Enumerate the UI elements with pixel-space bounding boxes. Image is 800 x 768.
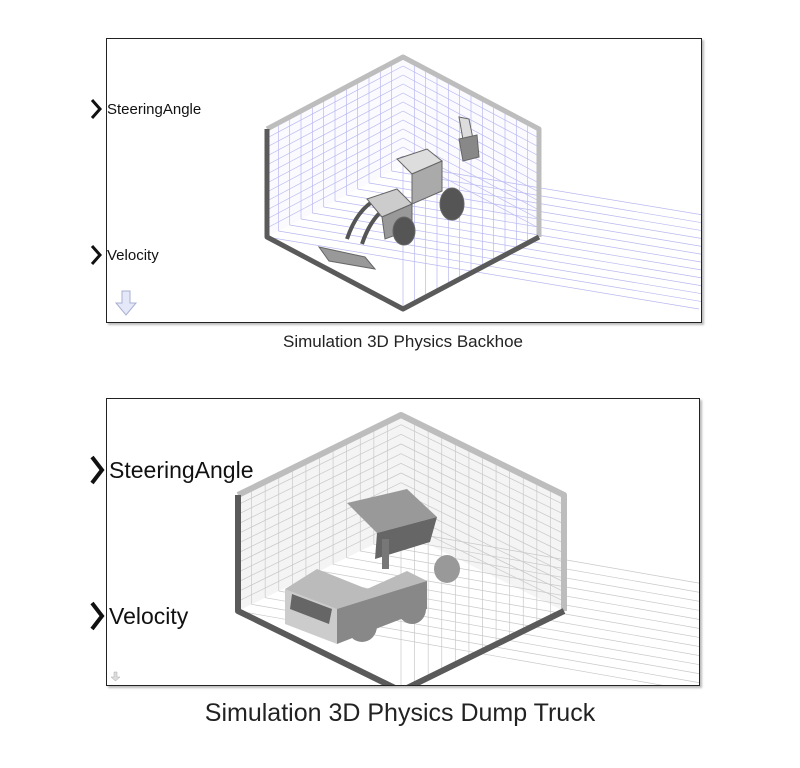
input-port-chevron-icon bbox=[90, 245, 103, 265]
room-frame-bottom bbox=[264, 129, 541, 312]
grid-line bbox=[237, 521, 402, 602]
dump-truck-vehicle bbox=[285, 489, 460, 644]
grid-line bbox=[289, 224, 701, 294]
block-name-label[interactable]: Simulation 3D Physics Backhoe bbox=[282, 332, 523, 351]
room-frame-top bbox=[265, 54, 542, 237]
port-label: SteeringAngle bbox=[109, 456, 254, 483]
port-label: Velocity bbox=[107, 246, 159, 264]
grid-line bbox=[402, 164, 701, 216]
backhoe-icon bbox=[264, 54, 701, 312]
backhoe-block[interactable]: SteeringAngle Velocity bbox=[90, 38, 702, 323]
grid-line bbox=[400, 530, 699, 584]
room-frame-top bbox=[236, 412, 567, 611]
grid-line bbox=[346, 194, 701, 255]
port-velocity[interactable]: Velocity bbox=[89, 601, 188, 631]
grid-line bbox=[391, 170, 701, 223]
grid-line bbox=[278, 230, 701, 302]
port-steering-angle[interactable]: SteeringAngle bbox=[89, 99, 201, 119]
input-port-chevron-icon bbox=[90, 99, 103, 119]
dump-truck-icon bbox=[235, 412, 699, 685]
backhoe-vehicle bbox=[317, 116, 480, 270]
down-arrow-icon bbox=[110, 671, 121, 682]
port-steering-angle[interactable]: SteeringAngle bbox=[89, 455, 254, 485]
grid-line bbox=[266, 236, 700, 310]
grid-line bbox=[266, 146, 404, 220]
port-label: SteeringAngle bbox=[107, 100, 202, 118]
input-port-chevron-icon bbox=[90, 455, 105, 485]
down-arrow-icon bbox=[114, 290, 138, 316]
grid-line bbox=[387, 537, 699, 593]
block-name-label[interactable]: Simulation 3D Physics Dump Truck bbox=[204, 699, 596, 727]
dump-truck-block[interactable]: SteeringAngle Velocity bbox=[90, 398, 700, 686]
port-velocity[interactable]: Velocity bbox=[89, 245, 159, 265]
grid-line bbox=[346, 557, 699, 620]
input-port-chevron-icon bbox=[90, 601, 105, 631]
port-label: Velocity bbox=[109, 602, 189, 629]
grid-line bbox=[357, 188, 701, 247]
room-frame-bottom bbox=[235, 495, 566, 685]
grid-line bbox=[368, 182, 701, 239]
grid-line bbox=[300, 218, 701, 287]
grid-line bbox=[266, 155, 404, 229]
